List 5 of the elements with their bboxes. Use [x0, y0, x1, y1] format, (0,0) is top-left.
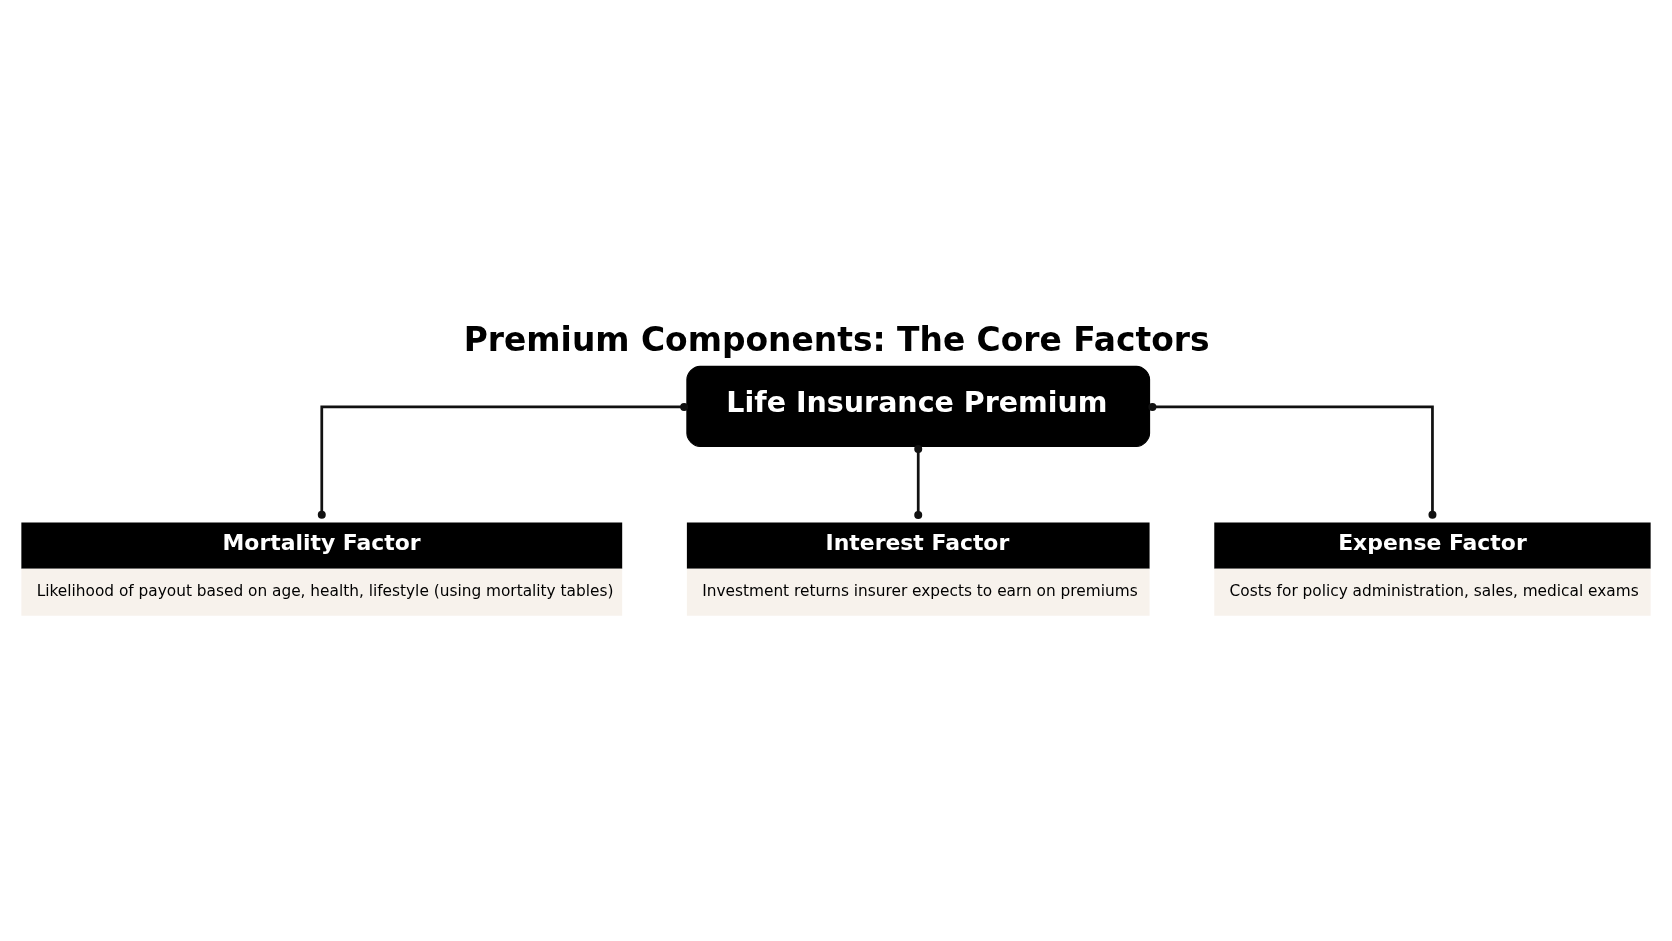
connector: [1148, 402, 1437, 519]
node-box: Life Insurance Premium: [686, 365, 1151, 447]
diagram-title: Premium Components: The Core Factors: [463, 319, 1210, 359]
connector: [914, 445, 923, 519]
connector: [317, 402, 689, 519]
